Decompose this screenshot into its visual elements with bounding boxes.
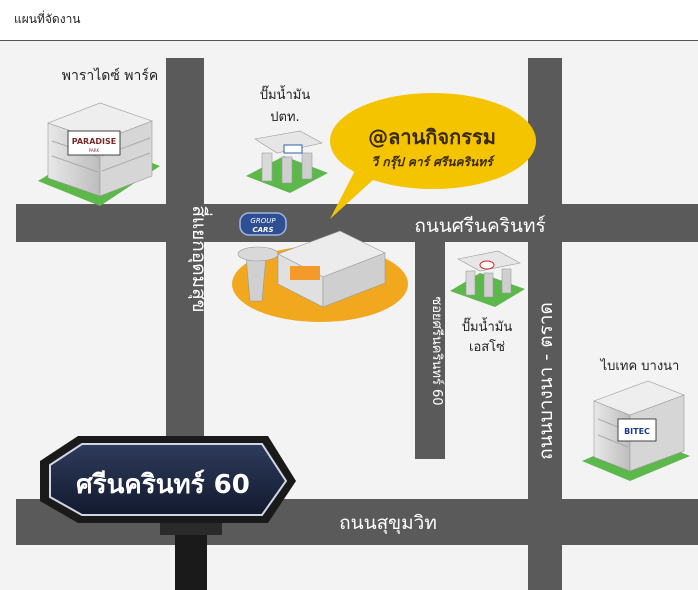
page-title: แผนที่จัดงาน: [14, 12, 81, 26]
road-label-srinakarin: ถนนศรีนครินทร์: [414, 215, 545, 237]
page-header: แผนที่จัดงาน: [0, 0, 698, 41]
street-sign-text: ศรีนครินทร์ 60: [76, 469, 250, 500]
paradise-logo-text: PARADISE: [72, 137, 117, 146]
vgroup-logo-top: GROUP: [250, 217, 276, 225]
ptt-label-line2: ปตท.: [270, 110, 299, 125]
venue-map: ถนนศรีนครินทร์ ถนนสุขุมวิท ถนนบางนา - ตร…: [0, 41, 698, 590]
map-canvas: ถนนศรีนครินทร์ ถนนสุขุมวิท ถนนบางนา - ตร…: [0, 41, 698, 590]
roads: [16, 58, 698, 590]
road-soi-60: [415, 241, 445, 459]
ptt-label-line1: ปั๊มน้ำมัน: [260, 85, 311, 103]
esso-label-line1: ปั๊มน้ำมัน: [462, 317, 513, 335]
bitec-logo-text: BITEC: [624, 427, 650, 436]
road-label-bangna-trad: ถนนบางนา - ตราด: [535, 302, 557, 460]
paradise-park-building: PARADISE PARK: [38, 102, 160, 206]
vgroup-venue: GROUP CARS: [232, 212, 408, 322]
esso-label-line2: เอสโซ่: [469, 339, 505, 355]
road-label-udomsuk: สี่แยกอุดมสุข: [187, 205, 213, 312]
street-sign: ศรีนครินทร์ 60: [40, 436, 296, 590]
ptt-station-icon: [246, 130, 328, 193]
vgroup-logo-bottom: CARS: [253, 226, 274, 234]
bitec-label: ไบเทค บางนา: [600, 358, 680, 374]
paradise-logo-sub: PARK: [89, 148, 100, 153]
road-label-soi-60: ซอยศรีนครินทร์ 60: [429, 296, 445, 405]
esso-station-icon: [450, 250, 525, 307]
road-srinakarin: [16, 204, 698, 242]
bitec-building: BITEC: [582, 380, 690, 481]
callout-subtitle: วี กรุ๊ป คาร์ ศรีนครินทร์: [371, 155, 495, 170]
road-udomsuk: [166, 58, 204, 501]
activity-callout: @ลานกิจกรรม วี กรุ๊ป คาร์ ศรีนครินทร์: [330, 93, 536, 219]
paradise-park-label: พาราไดซ์ พาร์ค: [62, 67, 159, 84]
callout-title: @ลานกิจกรรม: [368, 125, 496, 149]
road-label-sukhumvit: ถนนสุขุมวิท: [339, 512, 437, 535]
